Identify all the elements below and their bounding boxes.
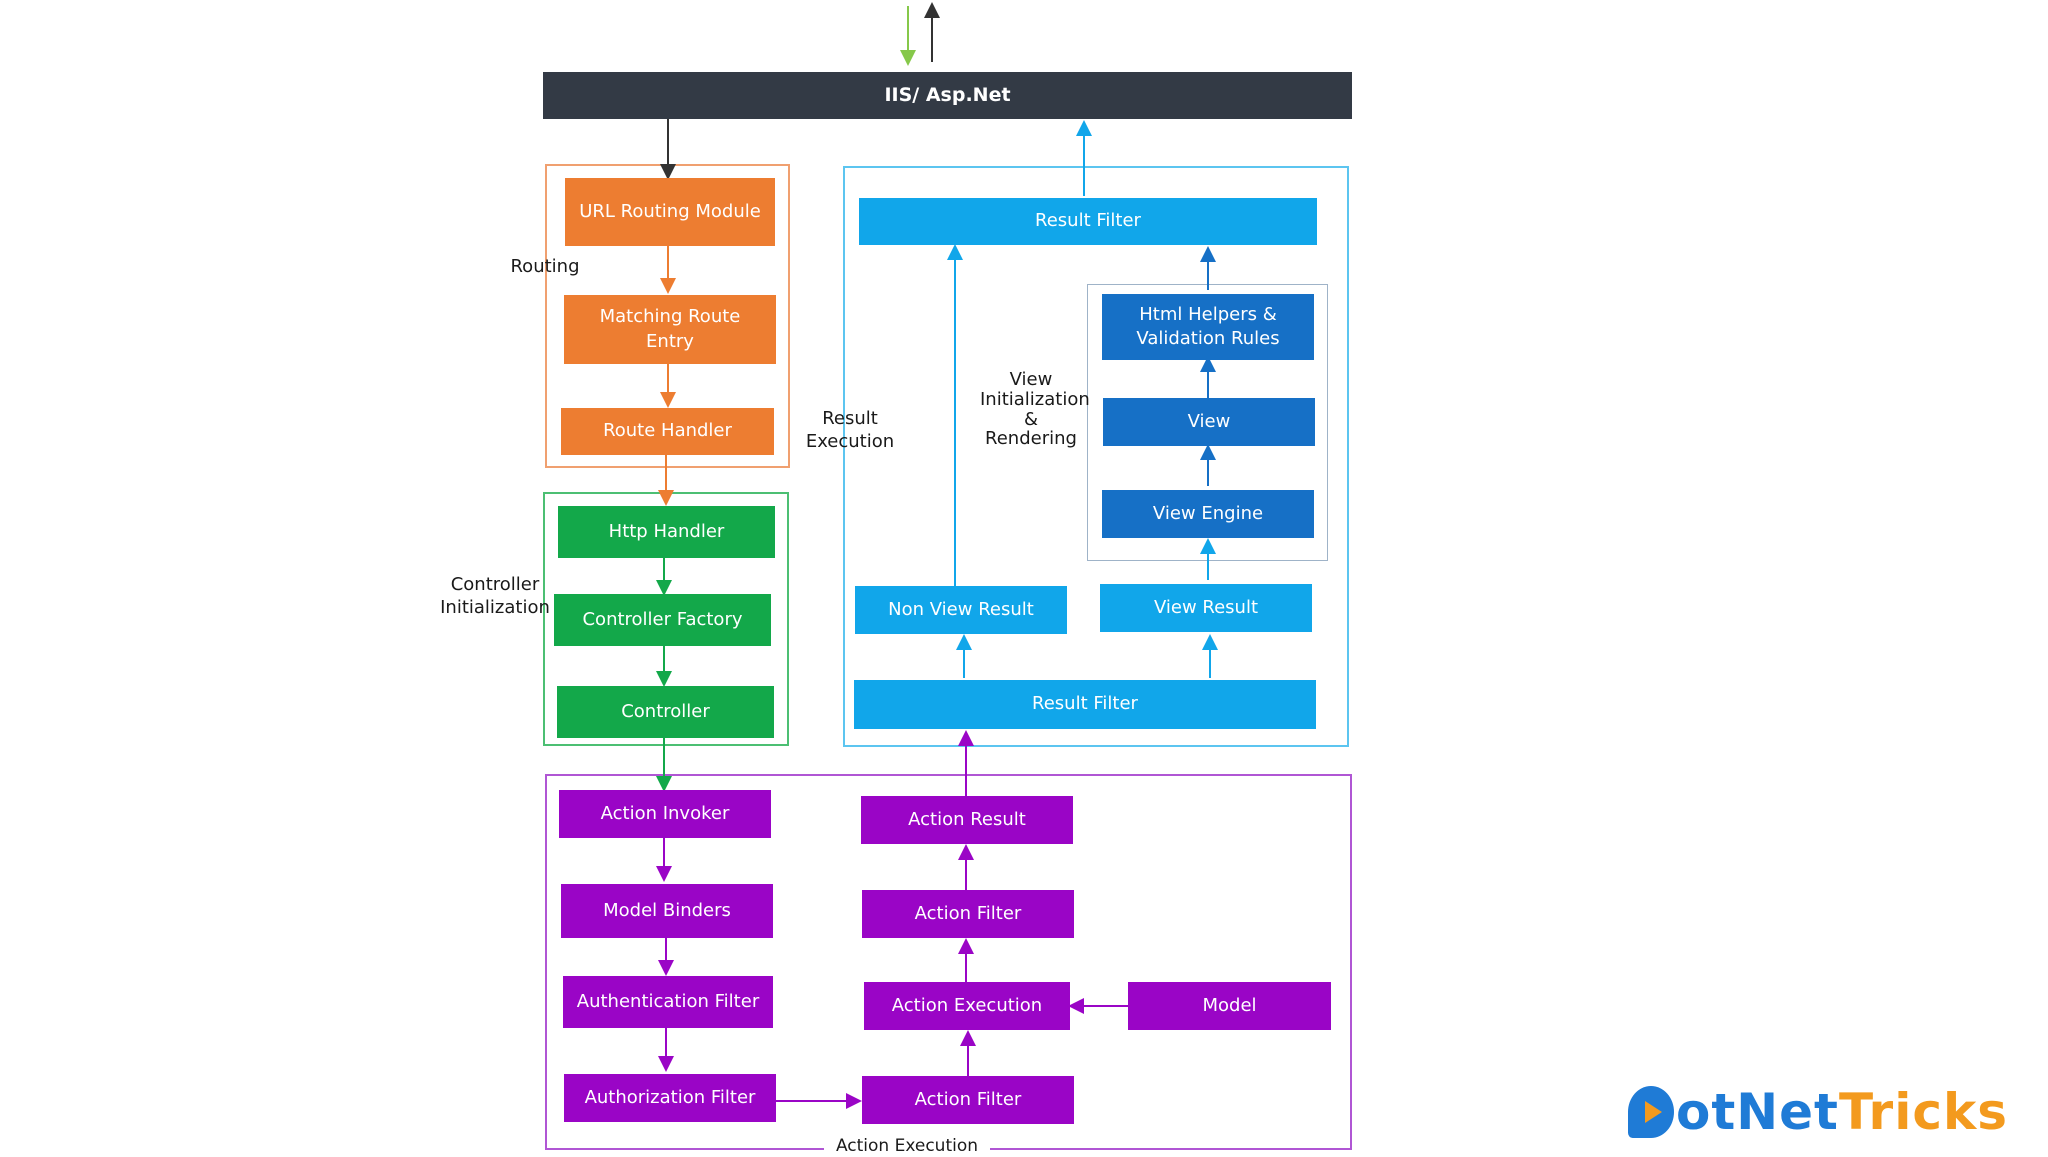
action-execution-label: Action Execution	[824, 1136, 990, 1157]
route-handler-box: Route Handler	[561, 408, 774, 455]
result-execution-label: Result Execution	[805, 408, 895, 452]
action-result-box: Action Result	[861, 796, 1073, 844]
logo-text-part-a: otNet	[1676, 1083, 1839, 1141]
model-box: Model	[1128, 982, 1331, 1030]
matching-route-entry-box: Matching Route Entry	[564, 295, 776, 364]
routing-label: Routing	[510, 256, 580, 277]
model-binders-box: Model Binders	[561, 884, 773, 938]
result-frame	[843, 166, 1349, 747]
controller-factory-box: Controller Factory	[554, 594, 771, 646]
view-box: View	[1103, 398, 1315, 446]
http-handler-box: Http Handler	[558, 506, 775, 558]
play-d-icon	[1628, 1086, 1675, 1138]
html-helpers-box: Html Helpers & Validation Rules	[1102, 294, 1314, 360]
controller-box: Controller	[557, 686, 774, 738]
result-filter-top-box: Result Filter	[859, 198, 1317, 245]
view-init-label: View Initialization & Rendering	[980, 369, 1090, 450]
url-routing-module-box: URL Routing Module	[565, 178, 775, 246]
result-filter-bottom-box: Result Filter	[854, 680, 1316, 729]
logo-text-part-b: Tricks	[1838, 1083, 2008, 1141]
action-filter-lower-box: Action Filter	[862, 1076, 1074, 1124]
view-engine-box: View Engine	[1102, 490, 1314, 538]
view-result-box: View Result	[1100, 584, 1312, 632]
action-filter-upper-box: Action Filter	[862, 890, 1074, 938]
action-execution-box: Action Execution	[864, 982, 1070, 1030]
action-invoker-box: Action Invoker	[559, 790, 771, 838]
dotnettricks-logo: otNetTricks	[1628, 1082, 2008, 1142]
authentication-filter-box: Authentication Filter	[563, 976, 773, 1028]
authorization-filter-box: Authorization Filter	[564, 1074, 776, 1122]
iis-aspnet-bar: IIS/ Asp.Net	[543, 72, 1352, 119]
non-view-result-box: Non View Result	[855, 586, 1067, 634]
controller-init-label: Controller Initialization	[440, 574, 550, 618]
